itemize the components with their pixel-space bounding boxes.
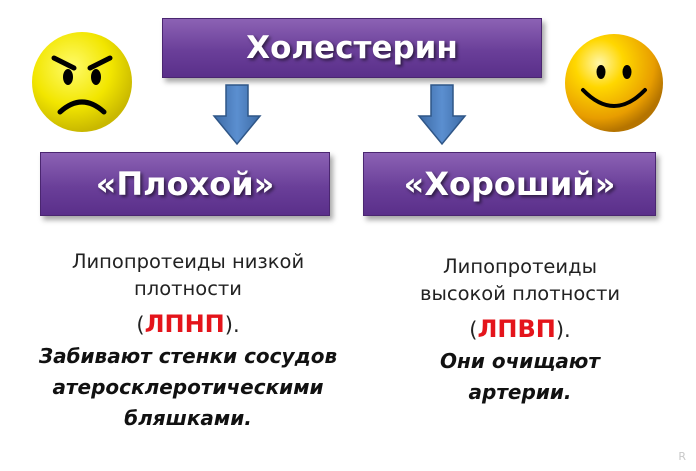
bad-abbr-line: (ЛПНП). [0,308,376,341]
good-desc-line-2: высокой плотности [419,282,621,305]
bad-effect-line-1: Забивают стенки сосудов [38,344,338,368]
sad-face-icon [32,32,132,132]
bad-cholesterol-box: «Плохой» [40,152,330,216]
cholesterol-title-box: Холестерин [162,18,542,78]
good-abbr-line: (ЛПВП). [350,313,690,346]
bad-cholesterol-description: Липопротеиды низкой плотности (ЛПНП). За… [0,248,376,434]
happy-face-icon [565,34,663,132]
good-cholesterol-label: «Хороший» [403,165,616,203]
good-cholesterol-description: Липопротеиды высокой плотности (ЛПВП). О… [350,253,690,408]
ldl-abbr: ЛПНП [144,310,225,338]
down-arrow-left-icon [212,84,262,146]
bad-desc-line-1: Липопротеиды низкой [71,250,305,273]
cholesterol-title: Холестерин [246,30,458,66]
good-paren-open: ( [469,318,478,342]
good-effect-line-2: артерии. [468,380,572,404]
bad-paren-open: ( [136,313,145,337]
bad-effect-line-3: бляшками. [124,406,252,430]
down-arrow-right-icon [417,84,467,146]
bad-paren-close: ). [224,313,240,337]
watermark: R [678,450,686,463]
good-cholesterol-box: «Хороший» [363,152,656,216]
bad-effect-line-2: атеросклеротическими [52,375,324,399]
bad-desc-line-2: плотности [134,277,242,300]
hdl-abbr: ЛПВП [477,315,556,343]
good-paren-close: ). [555,318,571,342]
good-desc-line-1: Липопротеиды [443,255,597,278]
good-effect-line-1: Они очищают [440,349,600,373]
bad-cholesterol-label: «Плохой» [95,165,275,203]
